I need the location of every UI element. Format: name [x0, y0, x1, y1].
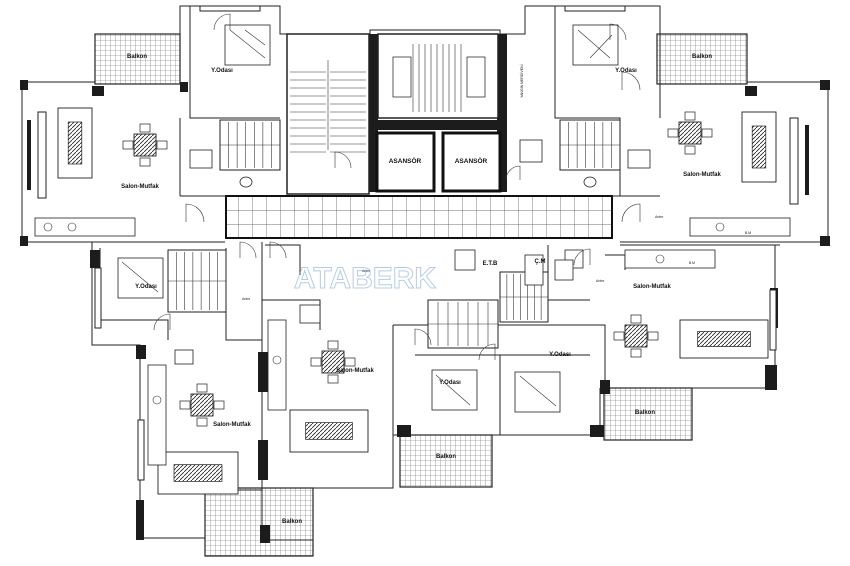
chair: [122, 140, 134, 150]
beds: [117, 24, 619, 413]
dining-table: [667, 111, 713, 155]
dining-tables: [122, 111, 713, 427]
bed-center-a: [431, 369, 478, 411]
chair: [613, 331, 625, 341]
door-swing: [621, 203, 641, 223]
door-swing: [185, 203, 205, 223]
label-living-top-right: Salon-Mutfak: [683, 172, 721, 178]
unit-stairs: [167, 119, 621, 349]
dining-table: [613, 314, 659, 358]
balconies: [94, 33, 748, 557]
chair: [684, 145, 696, 155]
sofa-set: [679, 319, 769, 359]
sofas: [57, 107, 777, 495]
door-swing: [414, 328, 432, 346]
label-bm-right: B.M: [689, 261, 695, 265]
chair: [701, 128, 713, 138]
door-swing: [573, 248, 591, 266]
chair: [327, 374, 339, 384]
windows: [37, 5, 799, 481]
main-staircase: [286, 33, 370, 195]
bed-center-b: [514, 371, 561, 413]
label-entry-right: Antre: [596, 279, 604, 283]
dining-table: [310, 340, 356, 384]
label-balcony-bottom-left: Balkon: [282, 519, 302, 525]
corridor: [225, 195, 613, 239]
label-bm-top-right: B.M: [745, 231, 751, 235]
chair: [196, 383, 208, 393]
dining-table: [122, 123, 168, 167]
chair: [156, 140, 168, 150]
door-swing: [153, 313, 171, 331]
chair: [630, 348, 642, 358]
chair: [310, 357, 322, 367]
label-bedroom-mid-left: Y.Odası: [135, 284, 157, 290]
columns: [20, 34, 830, 543]
door-swing: [505, 165, 521, 181]
label-living-top-left: Salon-Mutfak: [121, 184, 159, 190]
fire-escape-staircase: YANGIN MERDİVENİ: [377, 33, 524, 119]
label-bedroom-top-left: Y.Odası: [211, 68, 233, 74]
label-cm: Ç.M: [535, 259, 546, 265]
balcony-bottom-center: [399, 434, 493, 488]
chair: [344, 357, 356, 367]
label-living-right: Salon-Mutfak: [633, 284, 671, 290]
chair: [667, 128, 679, 138]
elevator-2: [441, 131, 502, 193]
elevators: ASANSÖR ASANSÖR: [372, 120, 505, 193]
door-swings: [153, 13, 641, 361]
sofa-set: [57, 107, 93, 179]
chair: [196, 417, 208, 427]
kitchen-counters: [34, 217, 791, 466]
fire-stairs-label: YANGIN MERDİVENİ: [519, 64, 524, 98]
balcony-bottom-left: [204, 487, 314, 557]
balcony-top-right: [656, 33, 748, 85]
label-entry-center: Antre: [362, 269, 370, 273]
label-balcony-top-left: Balkon: [127, 54, 147, 60]
label-balcony-top-right: Balkon: [692, 54, 712, 60]
elevator-2-label: ASANSÖR: [455, 156, 488, 165]
door-swing: [334, 151, 352, 169]
label-balcony-bottom-right: Balkon: [635, 410, 655, 416]
chair: [179, 400, 191, 410]
watermark-logo: ATABERK: [294, 262, 437, 295]
balcony-top-left: [94, 33, 181, 85]
label-etb: E.T.B: [483, 261, 498, 267]
balcony-bottom-right: [603, 387, 693, 441]
door-swing: [269, 241, 287, 259]
door-swing: [621, 71, 641, 91]
label-living-left: Salon-Mutfak: [213, 422, 251, 428]
elevator-1: [375, 131, 436, 193]
label-bedroom-center-b: Y.Odası: [549, 352, 571, 358]
bed-top-left: [224, 24, 271, 66]
label-entry-top-right: Antre: [655, 215, 663, 219]
sofa-set: [157, 451, 239, 495]
chair: [327, 340, 339, 350]
label-bedroom-top-right: Y.Odası: [615, 68, 637, 74]
chair: [139, 123, 151, 133]
label-balcony-bottom-center: Balkon: [436, 454, 456, 460]
label-entry-left: Antre: [242, 297, 250, 301]
chair: [684, 111, 696, 121]
chair: [630, 314, 642, 324]
label-bedroom-center-a: Y.Odası: [439, 380, 461, 386]
door-swing: [213, 13, 231, 31]
chair: [139, 157, 151, 167]
bathroom-fixtures: [174, 139, 651, 365]
sofa-set: [289, 409, 369, 453]
sofa-set: [741, 111, 777, 183]
chair: [213, 400, 225, 410]
room-labels: Balkon Balkon Balkon Balkon Balkon Y.Oda…: [121, 54, 751, 525]
elevator-1-label: ASANSÖR: [389, 156, 422, 165]
door-swing: [239, 241, 257, 259]
door-swing: [609, 23, 627, 41]
dining-table: [179, 383, 225, 427]
label-living-center: Salon-Mutfak: [336, 368, 374, 374]
chair: [647, 331, 659, 341]
door-swing: [478, 343, 496, 361]
